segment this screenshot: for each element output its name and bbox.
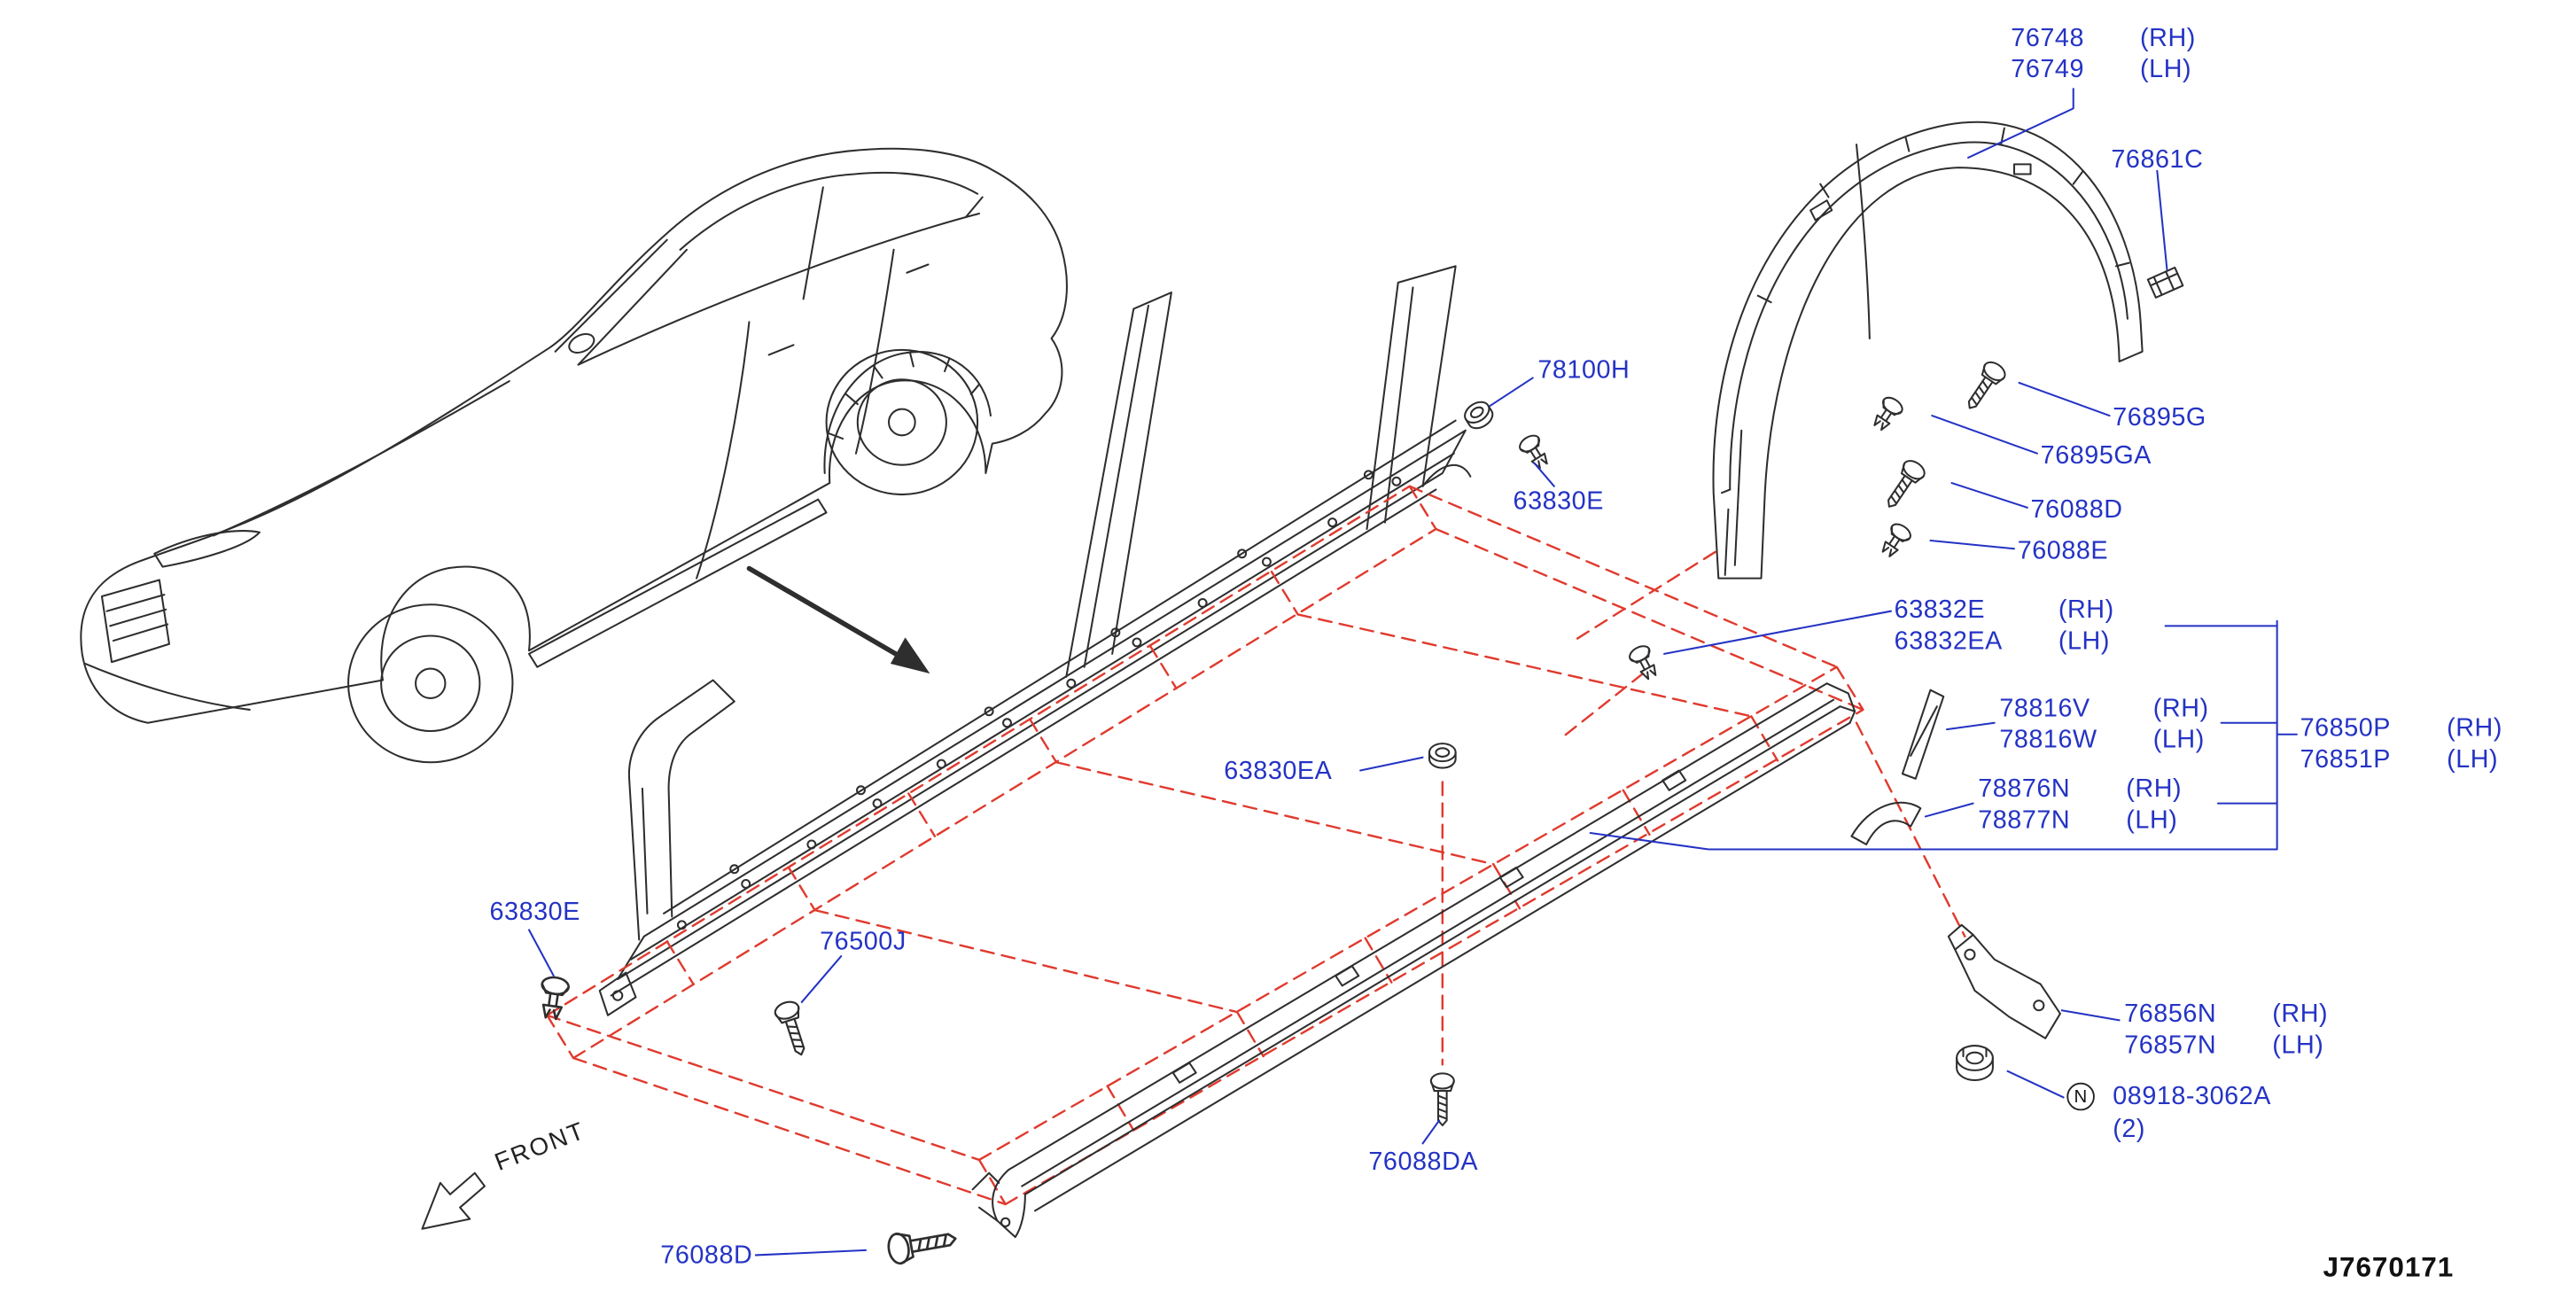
body-side-structure	[598, 265, 1472, 1016]
side-label: (RH)	[2272, 1000, 2329, 1029]
callout-63830ea: 63830EA	[1224, 759, 1332, 786]
callout-76895ga: 76895GA	[2040, 441, 2152, 471]
side-label: (LH)	[2140, 56, 2192, 84]
side-label: (RH)	[2126, 775, 2183, 804]
protector-78816v-drawing	[1901, 689, 1945, 780]
callout-76748-76749: 76748 (RH) 76749 (LH)	[2011, 24, 2196, 84]
part-number[interactable]: 78816W	[1999, 726, 2097, 754]
red-guide-lines	[546, 485, 1966, 1206]
screw-76895g-drawing	[1958, 357, 2010, 416]
side-label: (LH)	[2058, 627, 2110, 656]
callout-76850p: 76850P (RH) 76851P (LH)	[2300, 714, 2502, 774]
clip-76088e-drawing	[1876, 519, 1915, 562]
part-number[interactable]: 76851P	[2300, 745, 2392, 774]
part-number[interactable]: 76500J	[820, 928, 907, 957]
part-number[interactable]: 63830EA	[1224, 757, 1333, 786]
callout-63830e-upper: 63830E	[1514, 489, 1604, 516]
protector-78876n-drawing	[1850, 801, 1922, 845]
side-label: (RH)	[2152, 695, 2209, 723]
nut-symbol-icon: N	[2066, 1082, 2095, 1111]
callout-76088da: 76088DA	[1368, 1148, 1479, 1177]
part-number[interactable]: 76748	[2011, 24, 2085, 53]
part-number[interactable]: 08918-3062A	[2113, 1081, 2271, 1110]
clip-76861c-drawing	[2146, 266, 2184, 299]
part-number[interactable]: 76749	[2011, 56, 2085, 84]
clip-76895ga-drawing	[1868, 393, 1906, 435]
part-number[interactable]: 76857N	[2124, 1031, 2217, 1060]
part-number[interactable]: 63830E	[1513, 487, 1604, 517]
side-label: (RH)	[2058, 596, 2114, 625]
drawing-number: J7670171	[2323, 1251, 2455, 1283]
part-number[interactable]: 76088E	[2017, 537, 2109, 565]
callout-76088d-lower: 76088D	[660, 1243, 752, 1270]
grommet-78100h-drawing	[1459, 396, 1498, 434]
callout-08918-3062a: N 08918-3062A (2)	[2066, 1081, 2271, 1144]
callout-78100h: 78100H	[1537, 356, 1630, 385]
screw-76088d-lower-drawing	[884, 1222, 960, 1266]
callout-76500j: 76500J	[820, 928, 907, 957]
rocker-moulding	[971, 682, 1856, 1239]
clip-63832e-drawing	[1626, 642, 1662, 683]
side-label: (LH)	[2126, 806, 2178, 835]
part-number[interactable]: 78876N	[1978, 775, 2071, 804]
callout-78876n: 78876N (RH) 78877N (LH)	[1978, 775, 2183, 835]
bracket-76856n-drawing	[1947, 923, 2061, 1039]
screw-76088da-drawing	[1429, 1072, 1455, 1127]
part-number[interactable]: 63832EA	[1894, 627, 2003, 656]
car-illustration	[80, 147, 1068, 764]
callout-78816v: 78816V (RH) 78816W (LH)	[1999, 696, 2208, 754]
callout-76088e: 76088E	[2017, 537, 2109, 565]
callout-76895g: 76895G	[2113, 404, 2206, 432]
part-number[interactable]: 78816V	[1999, 695, 2090, 723]
quantity-label: (2)	[2113, 1115, 2146, 1144]
leader-lines	[527, 88, 2298, 1257]
callout-76861c: 76861C	[2111, 146, 2204, 175]
clip-63830e-upper-drawing	[1515, 431, 1554, 473]
callout-76088d-upper: 76088D	[2030, 495, 2123, 525]
part-number[interactable]: 63830E	[489, 899, 580, 927]
side-label: (RH)	[2140, 24, 2196, 53]
part-number[interactable]: 76088D	[2030, 495, 2123, 525]
part-number[interactable]: 76895GA	[2040, 441, 2152, 471]
part-number[interactable]: 76856N	[2124, 1000, 2217, 1029]
callout-76856n: 76856N (RH) 76857N (LH)	[2124, 1000, 2329, 1060]
part-number[interactable]: 76895G	[2113, 404, 2206, 432]
side-label: (LH)	[2447, 745, 2499, 774]
callout-63832e: 63832E (RH) 63832EA (LH)	[1894, 596, 2114, 656]
screw-76088d-upper-drawing	[1879, 455, 1929, 515]
fasteners	[536, 266, 2184, 1266]
fender-liner	[1712, 121, 2144, 580]
part-number[interactable]: 76861C	[2111, 146, 2204, 175]
side-label: (LH)	[2272, 1031, 2324, 1060]
part-number[interactable]: 78100H	[1537, 356, 1630, 385]
black-arrow	[746, 565, 930, 674]
part-number[interactable]: 76088D	[660, 1241, 753, 1271]
clip-63830e-lower-drawing	[536, 974, 572, 1022]
part-number[interactable]: 76850P	[2300, 714, 2392, 743]
part-number[interactable]: 63832E	[1894, 596, 1986, 625]
part-number[interactable]: 78877N	[1978, 806, 2071, 835]
part-number[interactable]: 76088DA	[1368, 1148, 1479, 1177]
callout-63830e-lower: 63830E	[489, 899, 580, 927]
screw-76500j-drawing	[772, 998, 814, 1060]
side-label: (RH)	[2447, 714, 2502, 743]
nut-08918-drawing	[1956, 1045, 1994, 1082]
side-label: (LH)	[2152, 726, 2205, 754]
grommet-63830ea-drawing	[1428, 743, 1457, 769]
front-arrow	[421, 1171, 486, 1230]
